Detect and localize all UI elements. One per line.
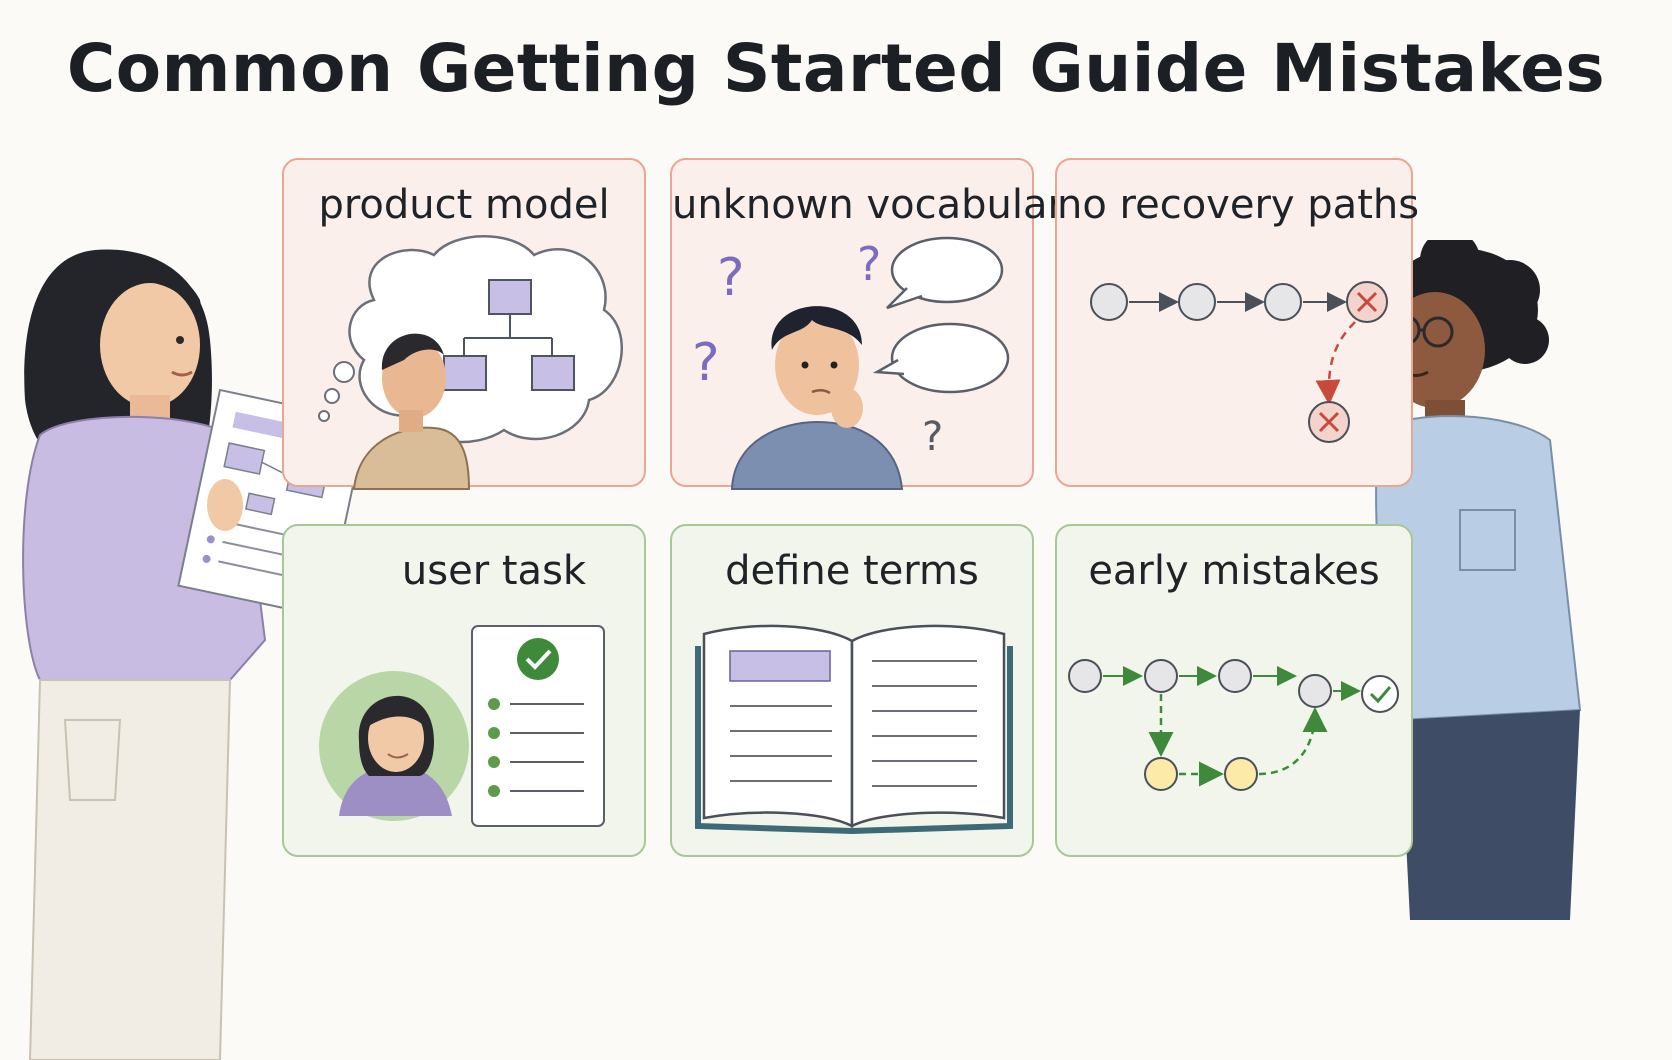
failure-flow-diagram [1090, 281, 1388, 443]
open-book-icon [695, 624, 1013, 835]
flowchart-icon [443, 279, 575, 391]
card-define-terms: define terms [670, 524, 1034, 857]
page-title: Common Getting Started Guide Mistakes [66, 30, 1606, 107]
card-product-model: product model [282, 158, 646, 490]
thinking-person-figure [352, 333, 471, 490]
card-unknown-vocabulary: unknown vocabulary ? ? ? ? [670, 158, 1088, 490]
card-label-unknown-vocabulary: unknown vocabulary [672, 182, 1088, 228]
card-no-recovery-paths: no recovery paths [1055, 158, 1420, 487]
thought-bubble-icon [318, 235, 623, 444]
user-avatar [319, 671, 469, 821]
question-mark-icon: ? [922, 414, 943, 460]
checklist-icon [471, 625, 605, 827]
card-early-mistakes: early mistakes [1055, 524, 1413, 857]
speech-bubble-icon [886, 236, 1004, 310]
card-label-early-mistakes: early mistakes [1088, 548, 1380, 594]
question-mark-icon: ? [857, 237, 881, 291]
card-label-product-model: product model [318, 182, 610, 228]
card-label-no-recovery-paths: no recovery paths [1057, 182, 1420, 228]
question-mark-icon: ? [692, 333, 720, 393]
card-label-user-task: user task [401, 548, 587, 594]
confused-person-figure [730, 306, 904, 490]
speech-bubble-icon [872, 322, 1010, 394]
x-mark-icon [1346, 281, 1388, 323]
question-mark-icon: ? [717, 248, 745, 308]
card-user-task: user task [282, 524, 646, 857]
recovery-flow-diagram [1068, 659, 1399, 791]
x-mark-icon [1308, 401, 1350, 443]
checkmark-icon [1361, 675, 1399, 713]
card-label-define-terms: define terms [725, 548, 979, 594]
checkmark-icon [517, 638, 559, 680]
